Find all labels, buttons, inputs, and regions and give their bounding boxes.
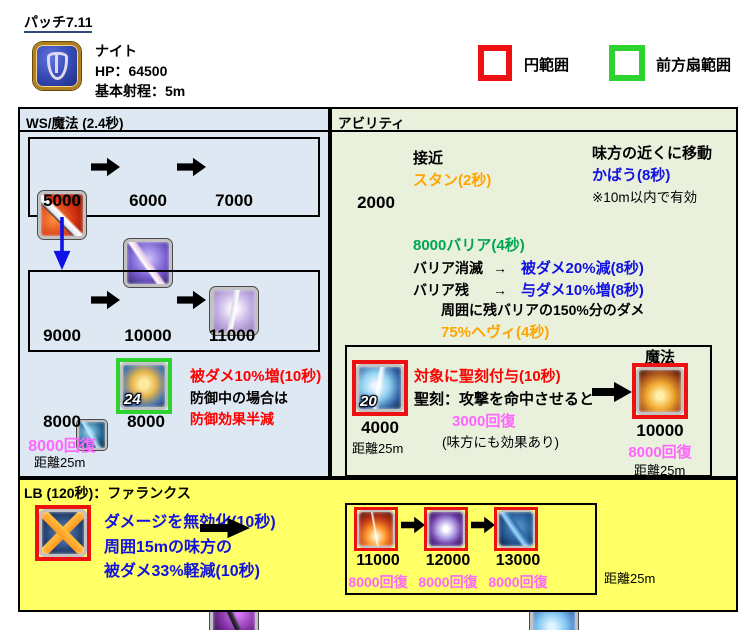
guardian-vanish-label: バリア消滅 — [413, 260, 483, 276]
guardian-vanish-row: バリア消滅 → 被ダメ20%減(8秒) — [413, 257, 644, 278]
ws-combo1-value-1: 5000 — [43, 191, 81, 210]
imperator-range: 距離25m — [352, 441, 404, 456]
lb-combo-heal-2: 8000回復 — [418, 574, 478, 590]
intervene-line2: スタン(2秒) — [413, 172, 492, 189]
lb-combo-box — [345, 503, 597, 595]
ws-combo1-value-2: 6000 — [129, 191, 167, 210]
ws-combo1-value-3: 7000 — [215, 191, 253, 210]
circle-aoe-label: 円範囲 — [524, 57, 570, 74]
imperator-value: 4000 — [361, 418, 399, 437]
intervene-line1: 接近 — [413, 150, 444, 167]
requiescat-icon — [76, 419, 108, 451]
job-info: ナイト HP：64500 基本射程：5m — [95, 41, 185, 101]
recast-badge: 24 — [124, 391, 141, 408]
holy-spirit-range: 距離25m — [34, 455, 86, 470]
magic-value: 10000 — [636, 421, 684, 440]
guardian-heavy: 75%ヘヴィ(4秒) — [441, 324, 550, 341]
magic-label: 魔法 — [644, 349, 675, 366]
cone-aoe-swatch — [609, 45, 645, 81]
cone-aoe-frame: 24 — [116, 358, 172, 414]
ws-combo2-value-2: 10000 — [124, 326, 172, 345]
sheltron-note-2: 防御中の場合は — [190, 390, 288, 406]
ws-combo2-box — [28, 270, 320, 352]
job-base-range: 基本射程：5m — [95, 83, 186, 99]
seal-line2: 聖刻：攻撃を命中させると — [414, 391, 595, 408]
lb-panel-title: LB (120秒)：ファランクス — [24, 485, 191, 501]
job-name: ナイト — [95, 43, 137, 59]
ws-panel-title: WS/魔法 (2.4秒) — [20, 109, 328, 132]
lb-combo-range: 距離25m — [604, 571, 656, 586]
cone-aoe-label: 前方扇範囲 — [656, 57, 732, 74]
circle-aoe-frame — [632, 363, 688, 419]
ws-combo2-value-1: 9000 — [43, 326, 81, 345]
lb-combo1-icon — [357, 510, 395, 548]
arrow-glyph: → — [493, 282, 507, 298]
seal-box — [345, 345, 712, 477]
lb-combo3-icon — [497, 510, 535, 548]
imperator-icon: 20 — [356, 364, 404, 412]
guardian-splash: 周囲に残バリアの150%分のダメ — [441, 302, 645, 318]
sheltron-value: 8000 — [127, 412, 165, 431]
circle-aoe-frame — [35, 505, 91, 561]
magic-heal: 8000回復 — [628, 444, 692, 461]
lb-combo-heal-3: 8000回復 — [488, 574, 548, 590]
lb-line3: 被ダメ33%軽減(10秒) — [104, 563, 260, 580]
lb-combo-value-2: 12000 — [425, 552, 471, 569]
circle-aoe-frame — [424, 507, 468, 551]
lb-combo-value-1: 11000 — [356, 552, 400, 569]
circle-aoe-frame: 20 — [352, 360, 408, 416]
riot-blade-icon — [123, 238, 173, 288]
lb-combo-value-3: 13000 — [495, 552, 541, 569]
intervene-value: 2000 — [357, 193, 395, 212]
patch-label: パッチ7.11 — [24, 14, 93, 33]
holy-spirit-heal: 8000回復 — [28, 438, 96, 455]
lb-line2: 周囲15mの味方の — [104, 539, 233, 556]
seal-line4: (味方にも効果あり) — [442, 435, 559, 450]
sheltron-note-1: 被ダメ10%増(10秒) — [190, 368, 322, 385]
guardian-remain-row: バリア残 → 与ダメ10%増(8秒) — [413, 279, 644, 300]
magic-range: 距離25m — [634, 463, 686, 478]
lb-combo2-icon — [427, 510, 465, 548]
sheltron-icon: 24 — [120, 362, 168, 410]
seal-line1: 対象に聖刻付与(10秒) — [414, 368, 561, 385]
ws-combo1-box — [28, 137, 320, 217]
guardian-barrier: 8000バリア(4秒) — [413, 237, 525, 254]
guardian-vanish-effect: 被ダメ20%減(8秒) — [521, 260, 644, 277]
guardian-remain-label: バリア残 — [413, 282, 469, 298]
ws-combo2-value-3: 11000 — [208, 326, 256, 345]
seal-line3: 3000回復 — [452, 413, 516, 430]
cover-line3: ※10m以内で有効 — [592, 190, 698, 205]
cover-line2: かばう(8秒) — [592, 167, 671, 184]
arrow-glyph: → — [493, 260, 507, 276]
circle-aoe-swatch — [478, 45, 512, 81]
sheltron-note-3: 防御効果半減 — [190, 411, 274, 427]
job-hp: HP：64500 — [95, 63, 168, 79]
recast-badge: 20 — [360, 393, 377, 410]
circle-aoe-frame — [494, 507, 538, 551]
guardian-remain-effect: 与ダメ10%増(8秒) — [521, 282, 644, 299]
circle-aoe-frame — [354, 507, 398, 551]
lb-combo-heal-1: 8000回復 — [348, 574, 408, 590]
lb-line1: ダメージを無効化(10秒) — [104, 514, 276, 531]
ws-panel: WS/魔法 (2.4秒) — [18, 107, 330, 478]
royal-authority-icon — [209, 286, 259, 336]
patch-version-header: パッチ7.11 — [24, 12, 93, 33]
ability-panel-title: アビリティ — [332, 109, 736, 132]
paladin-job-icon — [33, 42, 81, 90]
cover-line1: 味方の近くに移動 — [592, 145, 713, 162]
phalanx-lb-icon — [39, 509, 87, 557]
confiteor-icon — [636, 367, 684, 415]
holy-spirit-value: 8000 — [43, 412, 81, 431]
